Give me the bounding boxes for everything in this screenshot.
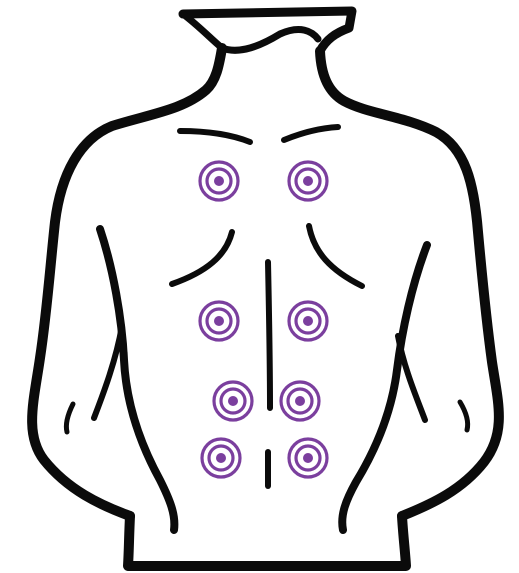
target-marker-icon [289,439,327,477]
collar-inner-line [183,14,318,50]
right-arm-crease [460,402,468,430]
target-marker-icon [289,162,327,200]
right-shoulder-blade-lower [309,226,362,286]
target-marker-icon [214,382,252,420]
target-marker-icon [202,439,240,477]
left-body-contour [32,48,222,516]
target-center-dot [295,396,305,406]
target-center-dot [303,453,313,463]
marker-group [200,162,327,477]
right-body-contour [320,51,499,516]
right-elbow-line [398,336,425,420]
right-shoulder-blade-top [284,127,338,140]
left-arm-crease [66,404,73,432]
left-inner-arm-line [100,229,174,530]
target-marker-icon [289,302,327,340]
waist-line [128,516,406,566]
target-center-dot [216,453,226,463]
target-center-dot [303,176,313,186]
torso-outline [32,11,499,566]
spine-line [268,262,270,408]
target-center-dot [214,176,224,186]
neck-collar [183,11,352,51]
left-shoulder-blade-top [180,131,250,142]
target-center-dot [228,396,238,406]
target-marker-icon [200,302,238,340]
target-marker-icon [200,162,238,200]
left-elbow-line [94,326,122,418]
target-center-dot [303,316,313,326]
target-center-dot [214,316,224,326]
target-marker-icon [281,382,319,420]
left-shoulder-blade-lower [172,232,232,284]
